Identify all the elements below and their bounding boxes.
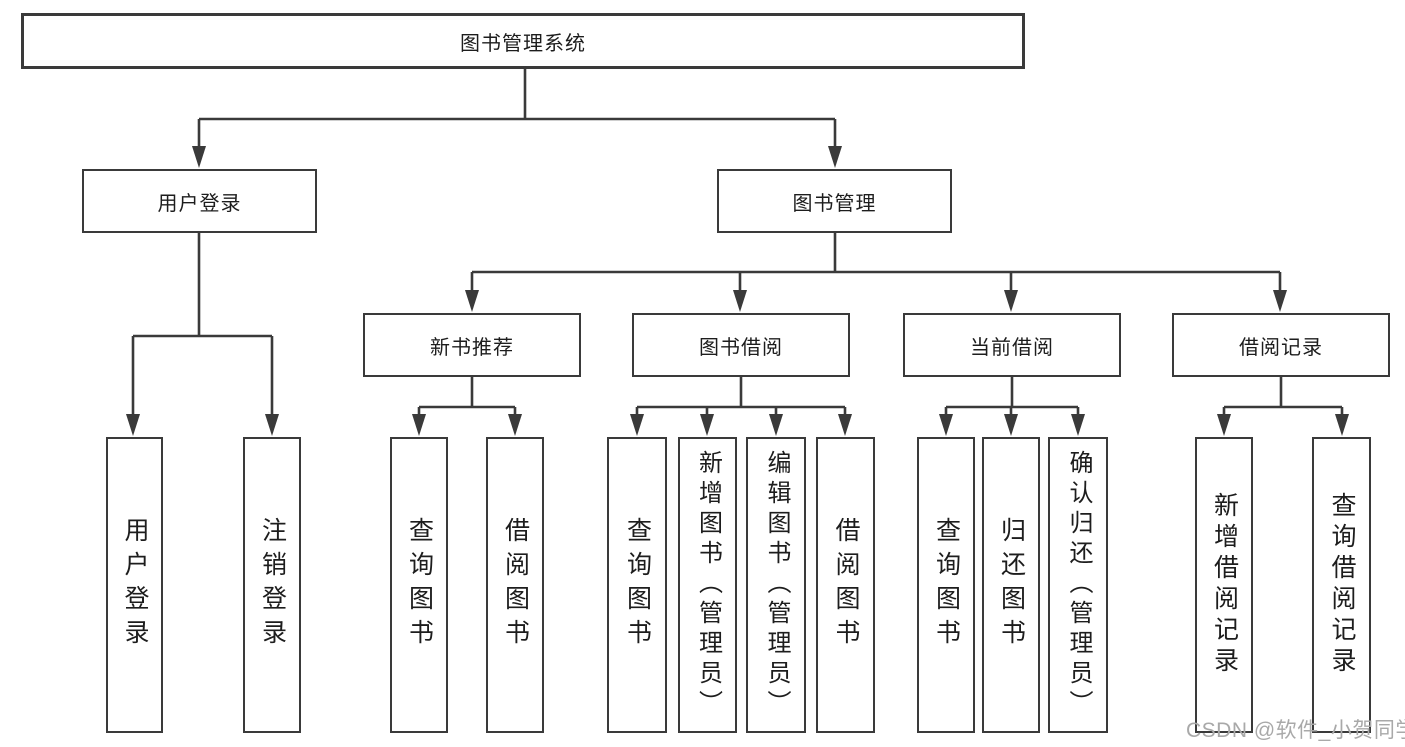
node-label: 注销登录: [258, 517, 287, 653]
node-book-borrowing: 图书借阅: [632, 313, 850, 377]
node-current-borrowing: 当前借阅: [903, 313, 1121, 377]
arrowheads: [126, 146, 1349, 436]
arrow-down-icon: [465, 290, 479, 312]
arrow-down-icon: [1335, 414, 1349, 436]
leaf-query-books-current: 查询图书: [917, 437, 975, 733]
arrow-down-icon: [126, 414, 140, 436]
arrow-down-icon: [939, 414, 953, 436]
arrow-down-icon: [265, 414, 279, 436]
node-new-book-recommendation: 新书推荐: [363, 313, 581, 377]
node-user-login-branch: 用户登录: [82, 169, 317, 233]
leaf-add-book-admin: 新增图书（管理员）: [678, 437, 737, 733]
leaf-user-login: 用户登录: [106, 437, 163, 733]
leaf-edit-book-admin: 编辑图书（管理员）: [746, 437, 806, 733]
leaf-query-borrowing-record: 查询借阅记录: [1312, 437, 1371, 733]
arrow-down-icon: [733, 290, 747, 312]
node-label: 用户登录: [157, 192, 242, 215]
node-label: 图书借阅: [699, 336, 783, 359]
node-label: 借阅图书: [832, 517, 860, 653]
node-book-management-branch: 图书管理: [717, 169, 952, 233]
node-label: 借阅记录: [1239, 336, 1323, 359]
arrow-down-icon: [828, 146, 842, 168]
arrow-down-icon: [192, 146, 206, 168]
node-label: 图书管理: [792, 192, 877, 215]
connector-current-borrowing-to-children: [944, 377, 1080, 415]
arrow-down-icon: [630, 414, 644, 436]
node-label: 编辑图书（管理员）: [763, 450, 790, 720]
arrow-down-icon: [700, 414, 714, 436]
arrow-down-icon: [1217, 414, 1231, 436]
node-label: 查询图书: [623, 517, 652, 653]
connector-root-to-level1: [197, 68, 837, 147]
node-label: 查询借阅记录: [1328, 492, 1356, 678]
node-label: 借阅图书: [501, 517, 530, 653]
leaf-query-books-recommendation: 查询图书: [390, 437, 448, 733]
leaf-return-book: 归还图书: [982, 437, 1040, 733]
leaf-confirm-return-admin: 确认归还（管理员）: [1048, 437, 1108, 733]
arrow-down-icon: [412, 414, 426, 436]
node-system-root: 图书管理系统: [21, 13, 1025, 69]
csdn-watermark: CSDN @软件_小贺同学: [1186, 719, 1405, 742]
arrow-down-icon: [769, 414, 783, 436]
node-label: 查询图书: [932, 517, 961, 653]
node-label: 确认归还（管理员）: [1065, 450, 1092, 720]
node-label: 新增借阅记录: [1210, 492, 1239, 678]
node-label: 新增图书（管理员）: [694, 450, 722, 720]
leaf-borrow-books: 借阅图书: [816, 437, 875, 733]
connector-borrowing-records-to-children: [1222, 377, 1344, 415]
arrow-down-icon: [1071, 414, 1085, 436]
node-label: 查询图书: [405, 517, 434, 653]
arrow-down-icon: [1004, 414, 1018, 436]
leaf-borrow-books-recommendation: 借阅图书: [486, 437, 544, 733]
connector-book-borrowing-to-children: [635, 377, 847, 415]
leaf-query-books-borrowing: 查询图书: [607, 437, 667, 733]
leaf-add-borrowing-record: 新增借阅记录: [1195, 437, 1253, 733]
connector-user-login-to-children: [131, 233, 274, 415]
node-label: 归还图书: [997, 517, 1026, 653]
connector-new-book-recommendation-to-children: [417, 377, 517, 415]
node-label: 图书管理系统: [460, 32, 586, 55]
arrow-down-icon: [838, 414, 852, 436]
node-label: 新书推荐: [430, 336, 514, 359]
node-label: 当前借阅: [970, 336, 1054, 359]
leaf-logout: 注销登录: [243, 437, 301, 733]
connector-book-management-to-level2: [470, 233, 1282, 291]
arrow-down-icon: [1273, 290, 1287, 312]
node-label: 用户登录: [121, 517, 149, 653]
node-borrowing-records: 借阅记录: [1172, 313, 1390, 377]
arrow-down-icon: [508, 414, 522, 436]
arrow-down-icon: [1004, 290, 1018, 312]
